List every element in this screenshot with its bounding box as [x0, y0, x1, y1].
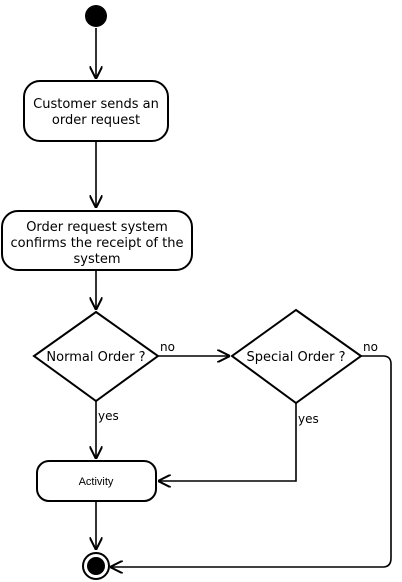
edge-label-special-no: no [363, 340, 378, 354]
edge-label-normal-no: no [160, 340, 175, 354]
action-confirm-line-2: confirms the receipt of the [11, 236, 184, 251]
edge-label-normal-yes: yes [98, 409, 119, 423]
action-customer-line-2: order request [52, 113, 140, 128]
final-node [82, 552, 110, 580]
action-confirm-line-1: Order request system [26, 220, 168, 235]
edge-special-yes-to-activity [158, 403, 297, 481]
action-customer-line-1: Customer sends an [33, 97, 159, 112]
action-system-confirms-receipt: Order request system confirms the receip… [1, 210, 193, 271]
action-activity: Activity [36, 460, 157, 502]
decision-special-label: Special Order ? [247, 350, 346, 365]
decision-special-order: Special Order ? [230, 308, 363, 405]
decision-normal-label: Normal Order ? [46, 350, 145, 365]
edge-label-special-yes: yes [298, 412, 319, 426]
edge-special-no-to-final [110, 355, 392, 567]
action-confirm-line-3: system [74, 252, 121, 267]
action-activity-label: Activity [79, 476, 114, 488]
action-customer-sends-request: Customer sends an order request [23, 80, 169, 142]
decision-normal-order: Normal Order ? [32, 310, 160, 403]
initial-node [85, 5, 107, 27]
